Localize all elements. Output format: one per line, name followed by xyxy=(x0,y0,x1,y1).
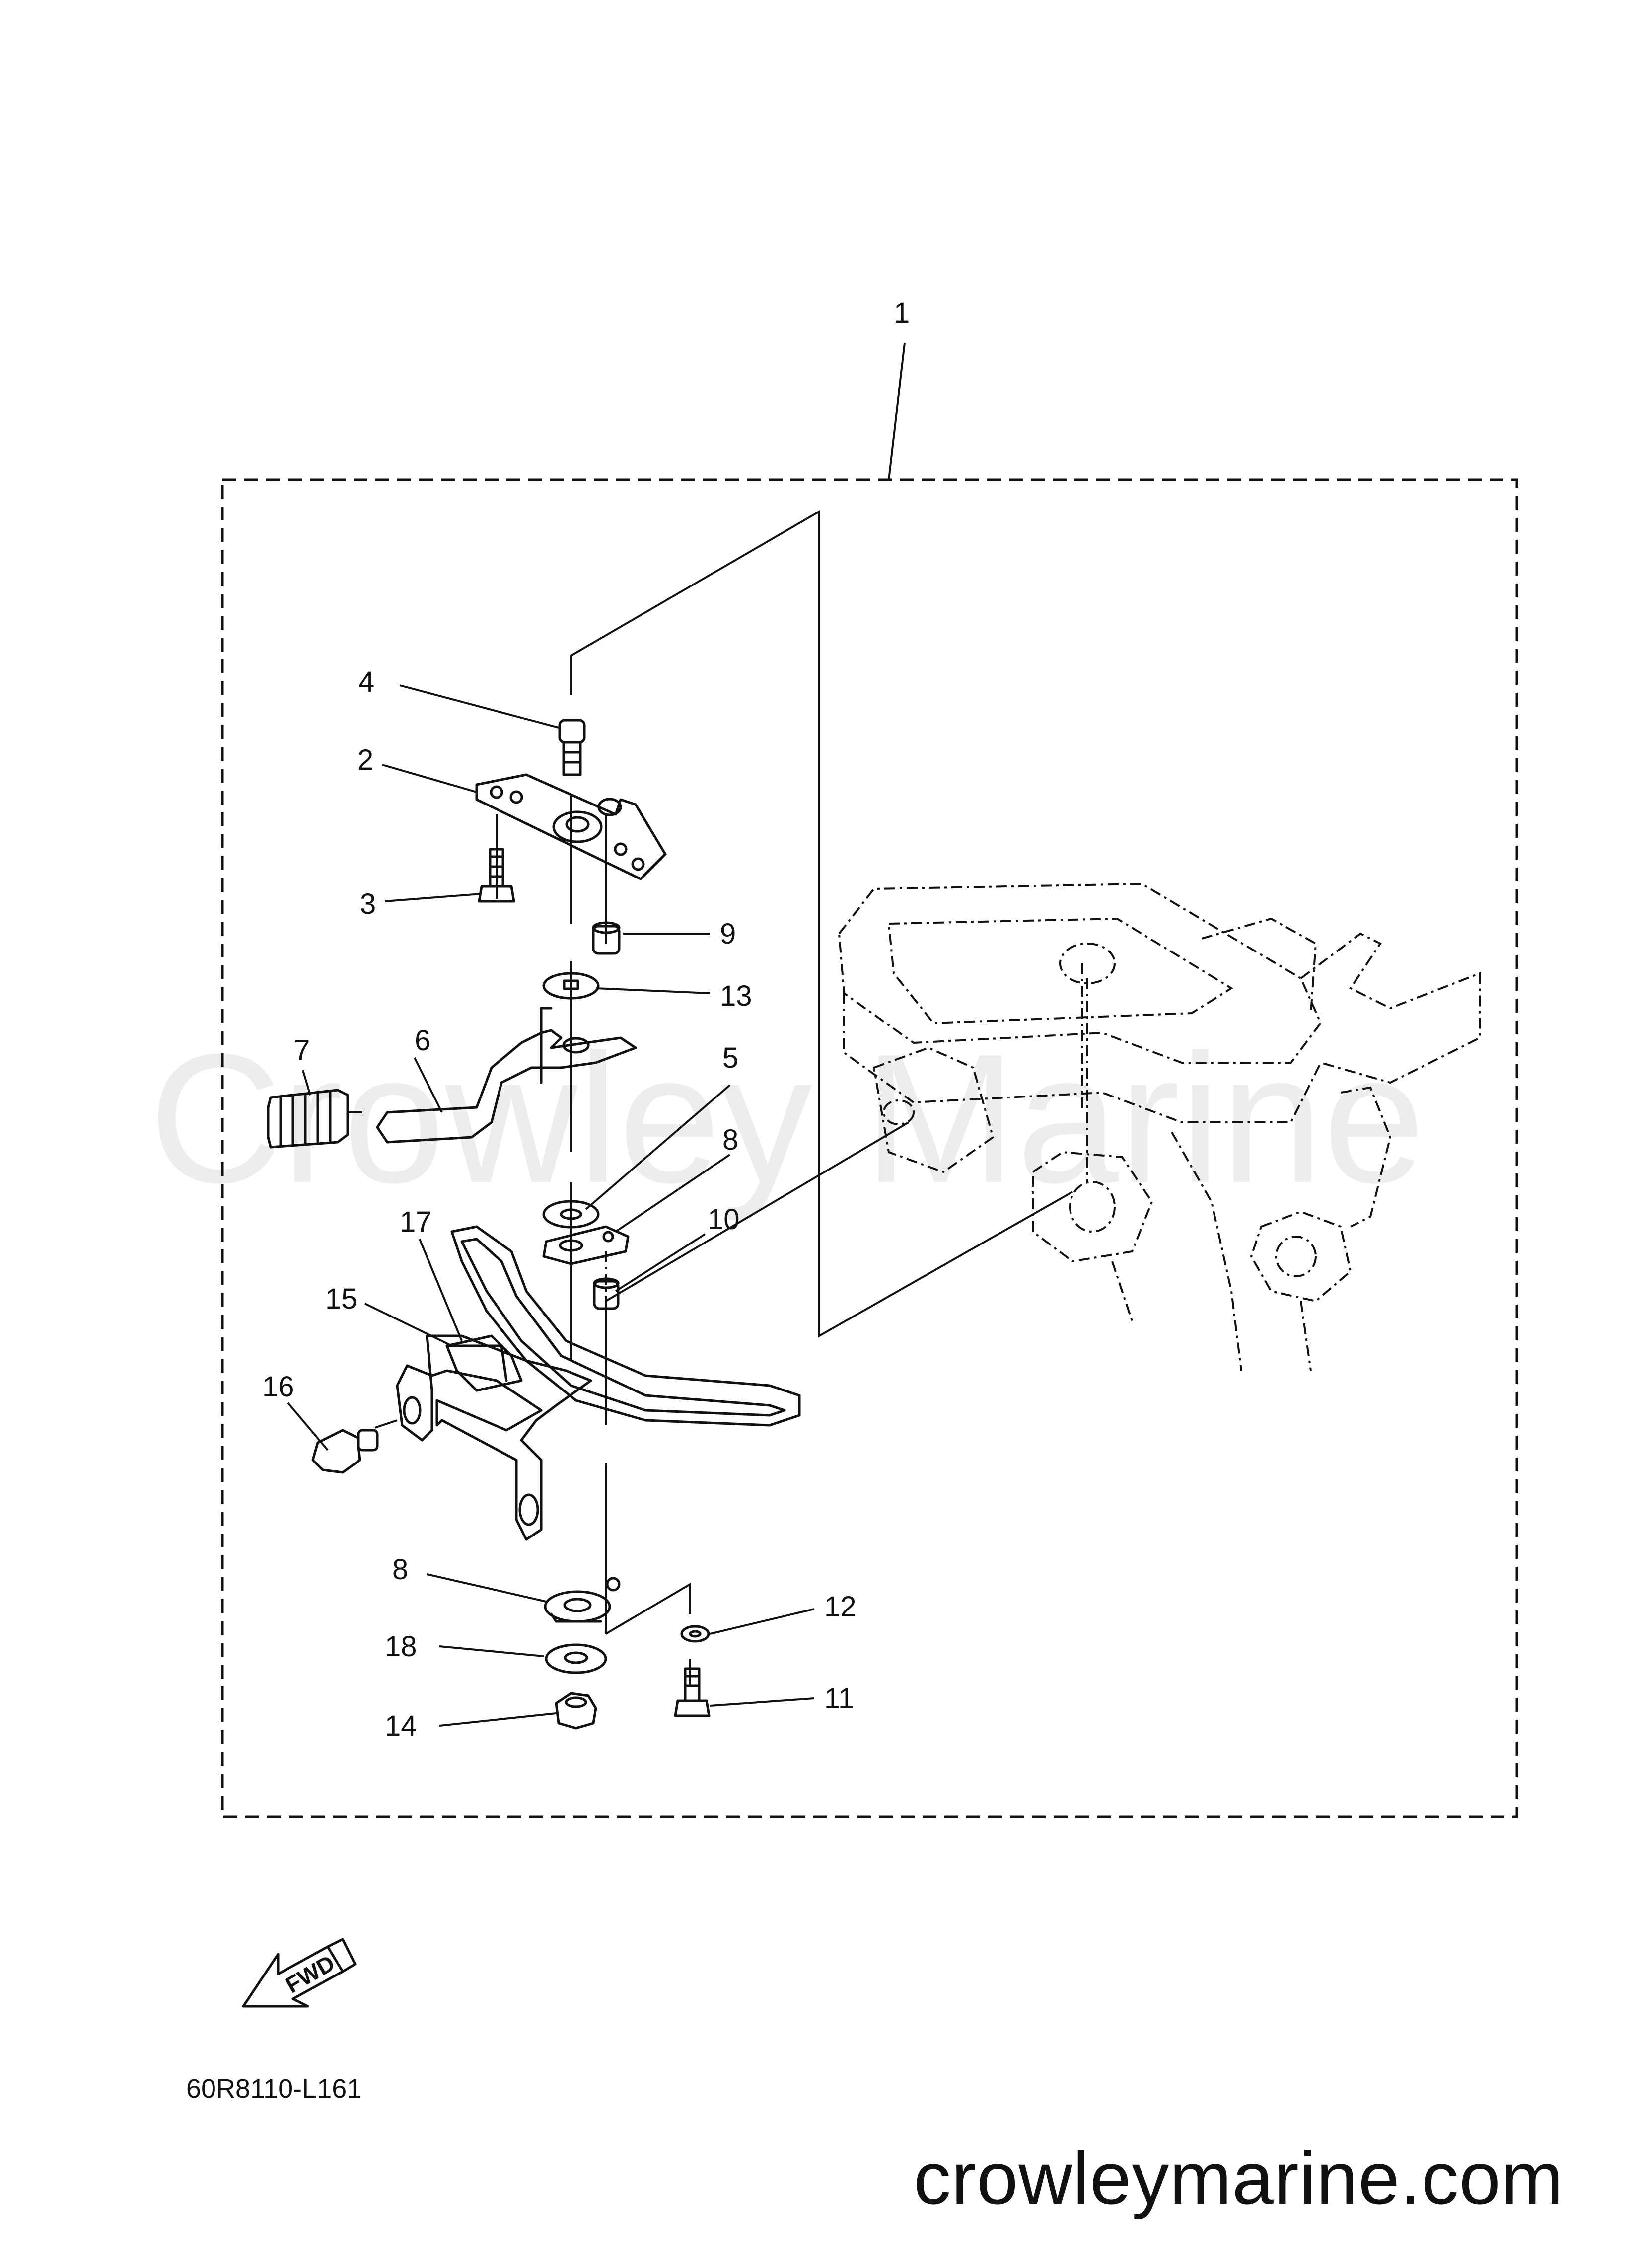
fwd-arrow: FWD xyxy=(242,1938,357,2008)
callout-2: 2 xyxy=(357,744,373,776)
part-6-lever xyxy=(376,1007,637,1144)
callout-8-upper: 8 xyxy=(722,1124,738,1156)
part-18-washer xyxy=(545,1643,607,1674)
part-7-grip xyxy=(267,1089,349,1149)
part-11-screw xyxy=(674,1667,711,1717)
callout-13: 13 xyxy=(720,980,752,1012)
callout-10: 10 xyxy=(708,1203,740,1236)
callout-4: 4 xyxy=(358,666,374,698)
part-15-bracket xyxy=(396,1225,801,1541)
callout-17: 17 xyxy=(400,1206,432,1238)
part-3-screw xyxy=(478,848,515,903)
callout-18: 18 xyxy=(385,1630,417,1663)
callout-1: 1 xyxy=(894,297,910,329)
callout-labels: 1 2 3 4 5 6 7 8 8 9 10 11 12 13 14 15 16… xyxy=(262,297,910,1742)
part-8-lower-washer xyxy=(544,1577,621,1623)
callout-14: 14 xyxy=(385,1710,417,1742)
part-12-washer xyxy=(680,1625,710,1643)
part-5-washer xyxy=(542,1200,600,1229)
part-9-collar xyxy=(592,921,621,955)
engine-bracket-ghost xyxy=(838,882,1481,1371)
callout-11: 11 xyxy=(824,1683,854,1715)
part-16-bolt xyxy=(311,1429,379,1474)
callout-5: 5 xyxy=(722,1042,738,1074)
part-14-nut xyxy=(555,1692,597,1730)
website-link[interactable]: crowleymarine.com xyxy=(914,2136,1564,2220)
part-2-plate xyxy=(475,773,667,880)
kit-boundary-box xyxy=(221,478,1518,1818)
callout-16: 16 xyxy=(262,1371,294,1403)
part-17-label-plate xyxy=(445,1334,523,1392)
callout-7: 7 xyxy=(294,1034,310,1067)
callout-3: 3 xyxy=(360,888,376,920)
part-13-washer xyxy=(542,972,600,1000)
callout-15: 15 xyxy=(325,1283,357,1315)
part-10-collar xyxy=(593,1277,620,1310)
callout-9: 9 xyxy=(720,918,736,950)
callout-8-lower: 8 xyxy=(392,1553,408,1586)
leader-lines xyxy=(287,342,906,1727)
callout-12: 12 xyxy=(824,1591,857,1623)
callout-6: 6 xyxy=(415,1024,430,1057)
part-4-pin xyxy=(558,719,586,776)
watermark-text: Crowley Marine xyxy=(149,1016,1426,1221)
drawing-code: 60R8110-L161 xyxy=(186,2074,362,2104)
part-8-upper-plate xyxy=(542,1225,630,1265)
